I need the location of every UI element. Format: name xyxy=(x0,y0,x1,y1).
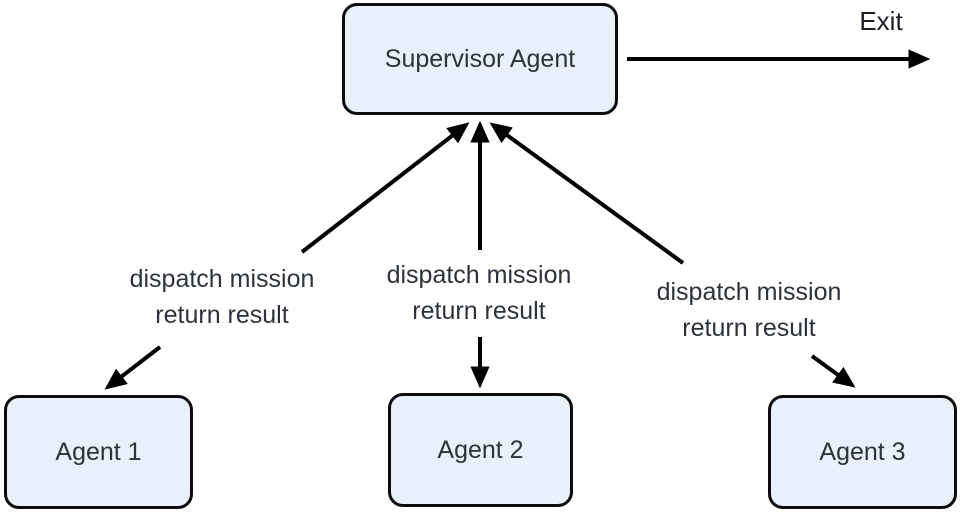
edge-supervisor-to-agent1 xyxy=(104,345,162,390)
edge-label-agent2: dispatch mission return result xyxy=(349,258,609,329)
supervisor-agent-label: Supervisor Agent xyxy=(384,44,576,73)
agent-1-label: Agent 1 xyxy=(55,437,142,466)
edge-label-agent1: dispatch mission return result xyxy=(92,262,352,333)
edge-agent3-to-supervisor xyxy=(489,122,685,265)
agent-3-node: Agent 3 xyxy=(768,395,957,509)
agent-3-label: Agent 3 xyxy=(819,437,906,466)
edge-label-agent2-line2: return result xyxy=(412,296,546,325)
agent-2-node: Agent 2 xyxy=(388,393,573,507)
agent-1-node: Agent 1 xyxy=(4,395,193,509)
agent-2-label: Agent 2 xyxy=(437,435,524,464)
exit-label: Exit xyxy=(859,6,903,36)
edge-label-agent1-line1: dispatch mission xyxy=(129,265,315,293)
edge-agent1-to-supervisor xyxy=(300,122,470,254)
edge-label-agent2-line1: dispatch mission xyxy=(386,261,572,289)
edge-label-agent3: dispatch mission return result xyxy=(619,275,879,346)
supervisor-agent-node: Supervisor Agent xyxy=(342,3,618,115)
edge-label-agent1-line2: return result xyxy=(155,300,289,329)
edge-label-agent3-line2: return result xyxy=(682,313,816,342)
edge-label-agent3-line1: dispatch mission xyxy=(656,278,842,306)
edge-supervisor-to-agent3 xyxy=(810,354,856,388)
